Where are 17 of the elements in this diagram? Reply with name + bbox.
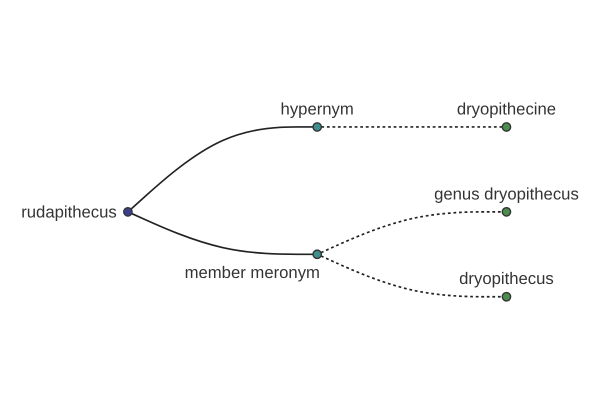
circle-node [502,292,512,302]
connector-line [320,255,502,298]
circle-node [502,206,512,217]
circle-node [123,206,133,217]
node-label: dryopithecine [456,99,556,118]
connector-line [320,211,502,254]
node-label: rudapithecus [21,202,117,222]
node-label: genus dryopithecus [434,184,579,204]
circle-node [312,249,322,260]
circle-node [312,122,322,132]
connector-line [321,126,502,128]
connector-line [131,212,313,256]
node-label: member meronym [184,262,320,282]
node-label: dryopithecus [459,269,554,288]
circle-node [502,122,512,132]
node-label: hypernym [280,99,354,118]
connector-line [130,126,313,210]
